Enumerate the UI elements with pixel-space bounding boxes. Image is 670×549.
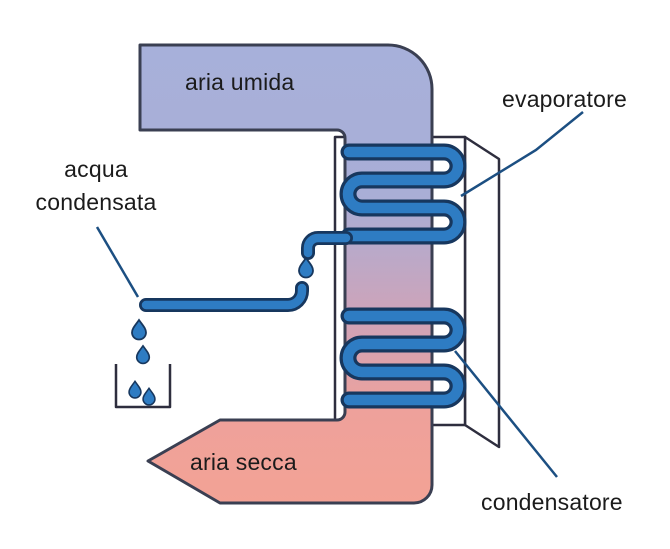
water-drop — [135, 345, 151, 365]
evaporator-leader-line — [460, 111, 584, 198]
collection-cup — [114, 364, 172, 409]
air-flow-duct — [138, 43, 434, 505]
drain-pipe-upper — [301, 231, 353, 260]
water-drop — [298, 257, 314, 279]
label-condensed-water-line1: acqua — [64, 156, 128, 182]
condenser-coil — [339, 307, 467, 409]
condenser-leader-line — [454, 350, 558, 478]
label-condenser: condensatore — [481, 489, 623, 515]
drain-pipe-lower-tube — [141, 283, 307, 310]
water-drop — [131, 319, 147, 341]
condenser-coil-tube — [342, 310, 464, 406]
drain-pipe-lower — [139, 281, 309, 312]
leader-lines — [95, 111, 584, 478]
label-condensed-water-line2: condensata — [35, 189, 157, 216]
condensed-water-leader-line — [95, 226, 140, 298]
evaporator-coil — [339, 143, 467, 245]
evaporator-coil-tube — [342, 146, 464, 242]
water-drop — [128, 380, 142, 399]
water-drop — [142, 387, 156, 406]
label-evaporator: evaporatore — [502, 86, 627, 112]
label-condensed-water: acqua condensata — [16, 153, 176, 220]
drain-pipe-upper-tube — [303, 233, 351, 258]
label-humid-air: aria umida — [185, 69, 295, 95]
water-drops — [128, 257, 314, 406]
label-dry-air: aria secca — [190, 449, 297, 475]
